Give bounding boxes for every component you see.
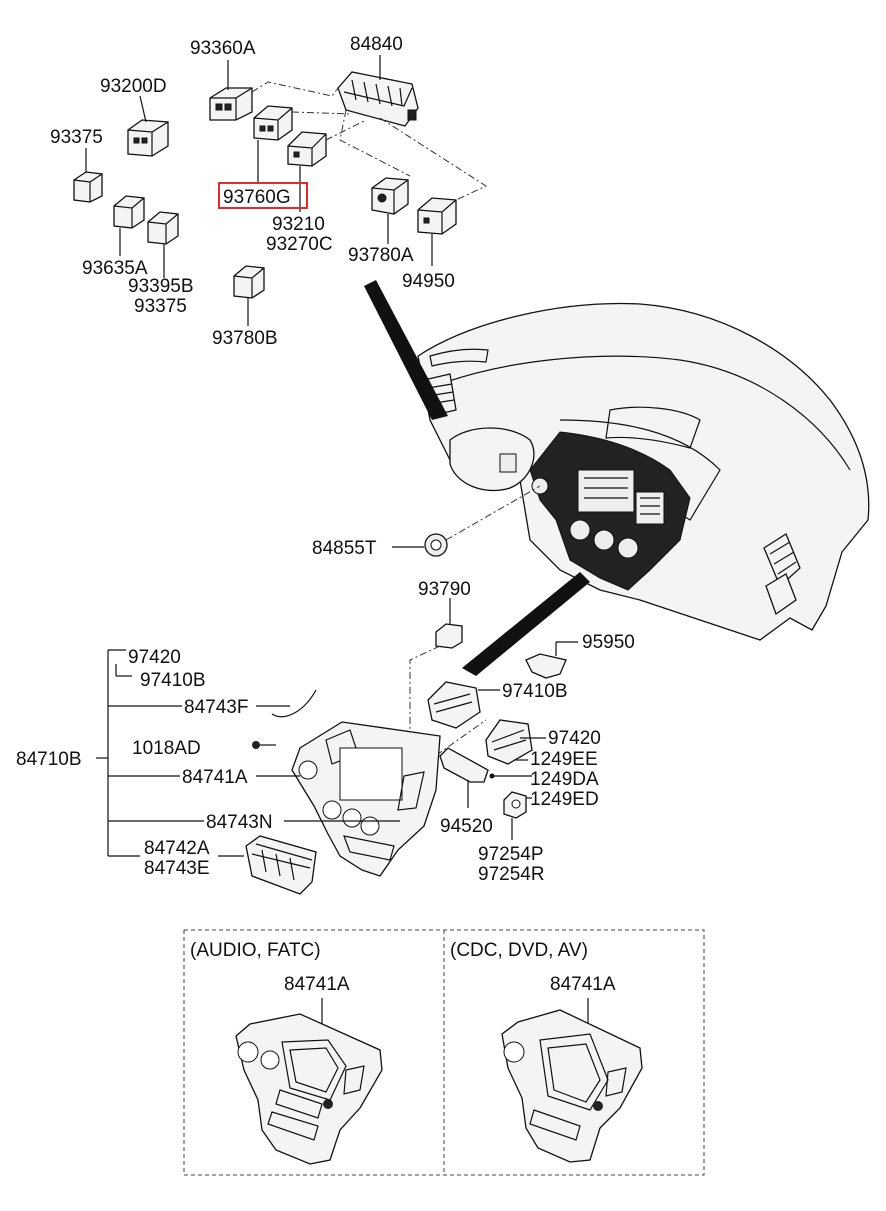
connector-93780A — [339, 109, 411, 177]
label-1018AD: 1018AD — [132, 738, 201, 759]
highlight-93760G — [218, 182, 308, 209]
variant-2-part-label: 84741A — [550, 974, 616, 995]
switch-93200D-part — [127, 119, 169, 157]
label-93270C: 93270C — [266, 234, 333, 255]
switch-93780B-part — [233, 265, 265, 299]
label-93760G: 93760G — [223, 187, 291, 208]
label-97410B-left: 97410B — [140, 670, 206, 691]
sensor-97254P-part — [503, 791, 532, 840]
label-1249EE: 1249EE — [530, 749, 598, 770]
label-93780A: 93780A — [348, 245, 414, 266]
label-94520: 94520 — [440, 816, 493, 837]
connector-93210 — [325, 119, 367, 141]
label-84840: 84840 — [350, 34, 403, 55]
label-97410B-right: 97410B — [502, 681, 568, 702]
label-1249ED: 1249ED — [530, 789, 599, 810]
switch-93395B-part — [147, 211, 179, 245]
switch-93360A-part — [209, 87, 253, 121]
label-84741A-main: 84741A — [182, 767, 248, 788]
switch-94950-part — [417, 197, 457, 235]
label-93200D: 93200D — [100, 76, 167, 97]
connector-93760G — [291, 111, 353, 115]
label-95950: 95950 — [582, 632, 635, 653]
connector-94950 — [379, 117, 488, 201]
label-84710B: 84710B — [16, 749, 82, 770]
variant-2-condition: (CDC, DVD, AV) — [450, 940, 588, 961]
label-97420-right: 97420 — [548, 728, 601, 749]
pointer-wedge-top — [364, 280, 448, 420]
label-97254R: 97254R — [478, 864, 545, 885]
variant-1-fascia-illustration — [235, 998, 383, 1165]
wire-84743F — [271, 689, 317, 718]
variant-box: (AUDIO, FATC) 84741A (CDC, DVD, AV) 8474… — [183, 929, 705, 1176]
switch-93635A-part — [113, 195, 145, 229]
switch-93780A-part — [371, 177, 409, 215]
label-93780B: 93780B — [212, 328, 278, 349]
part-93790 — [389, 598, 463, 741]
pocket-84742A-part — [245, 835, 317, 895]
bracket-94520-part — [423, 719, 489, 808]
assembly-84710B-bracket — [96, 649, 400, 857]
label-1249DA: 1249DA — [530, 769, 599, 790]
variant-1-condition: (AUDIO, FATC) — [190, 940, 321, 961]
dashboard-illustration — [417, 302, 870, 641]
part-95950 — [525, 641, 578, 679]
switch-parts-group — [73, 71, 488, 299]
switch-93760G-part — [253, 105, 293, 141]
label-84743N: 84743N — [206, 812, 273, 833]
label-93375-bottom: 93375 — [134, 296, 187, 317]
label-84855T: 84855T — [312, 538, 377, 559]
variant-1-part-label: 84741A — [284, 974, 350, 995]
label-93375-top: 93375 — [50, 127, 103, 148]
knob-84855T-part — [392, 485, 541, 557]
label-84743F: 84743F — [184, 697, 248, 718]
bezel-84840-part — [337, 71, 419, 127]
label-84743E: 84743E — [144, 858, 210, 879]
label-93395B: 93395B — [128, 276, 194, 297]
label-97254P: 97254P — [478, 844, 544, 865]
label-97420-left: 97420 — [128, 647, 181, 668]
vent-97410B-part — [427, 681, 500, 729]
pointer-wedge-bottom — [462, 572, 590, 676]
label-93635A: 93635A — [82, 258, 148, 279]
label-94950: 94950 — [402, 271, 455, 292]
switch-93375-part — [73, 171, 103, 203]
label-93210: 93210 — [272, 214, 325, 235]
label-84742A: 84742A — [144, 838, 210, 859]
vent-97420-part — [485, 719, 546, 765]
screw-1249-parts — [489, 759, 532, 779]
variant-2-fascia-illustration — [501, 998, 643, 1163]
connector-93360A — [251, 81, 339, 97]
label-93360A: 93360A — [190, 38, 256, 59]
screw-1018AD-part — [252, 741, 276, 749]
switch-93210-part — [287, 131, 327, 167]
label-93790: 93790 — [418, 579, 471, 600]
